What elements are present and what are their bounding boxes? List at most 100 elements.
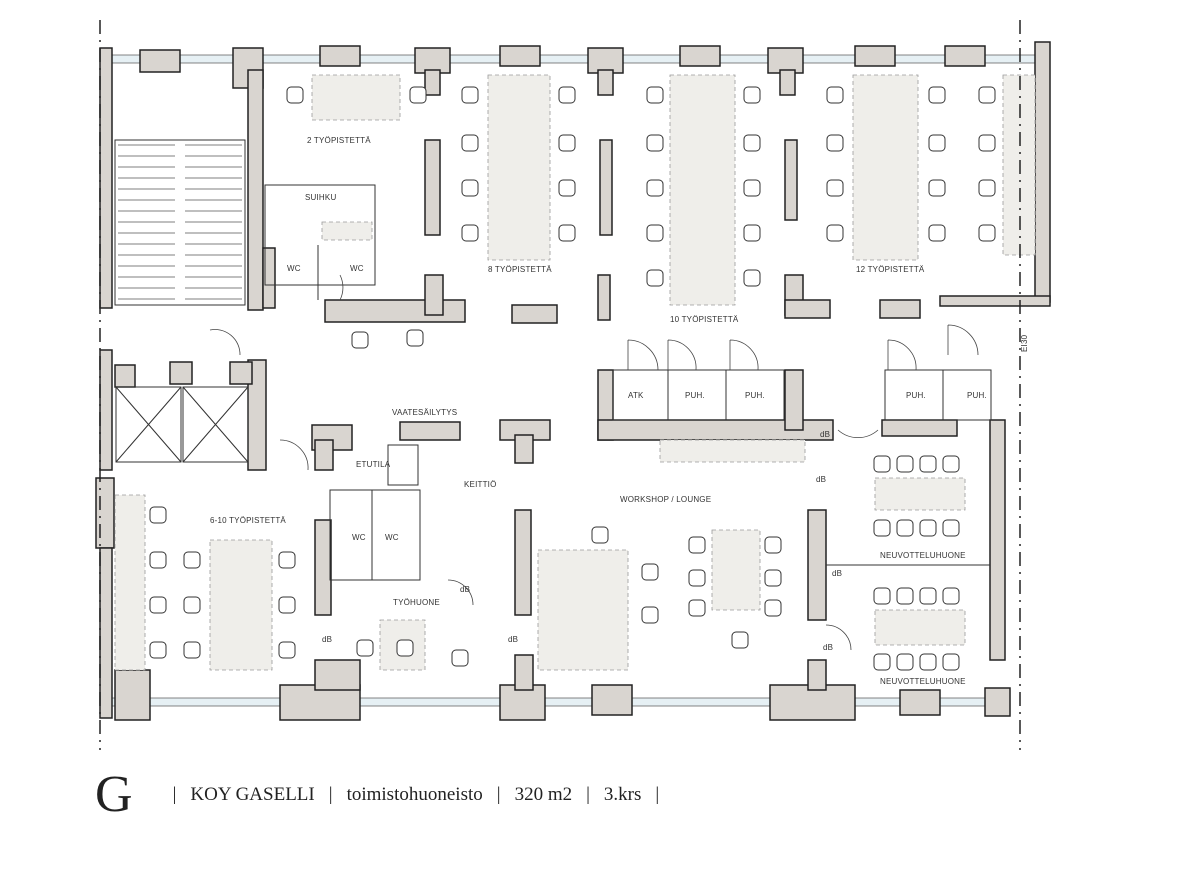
chair [646, 269, 664, 287]
label-db: dB [820, 430, 830, 439]
property-type: toimistohuoneisto [346, 784, 483, 805]
label-6-10-workstations: 6-10 TYÖPISTETTÄ [210, 516, 286, 525]
label-12-workstations: 12 TYÖPISTETTÄ [856, 265, 925, 274]
chair [743, 86, 761, 104]
chair [743, 269, 761, 287]
desk [711, 529, 761, 611]
chair [461, 224, 479, 242]
chair [873, 519, 891, 537]
label-fire-rating: EI30 [1020, 334, 1029, 352]
chair [688, 569, 706, 587]
chair [764, 569, 782, 587]
label-db: dB [816, 475, 826, 484]
chair [558, 179, 576, 197]
label-atk: ATK [628, 391, 644, 400]
chair [149, 506, 167, 524]
label-db: dB [832, 569, 842, 578]
chair [278, 596, 296, 614]
section-markers [99, 20, 1021, 750]
label-shower: SUIHKU [305, 193, 336, 202]
chair [942, 587, 960, 605]
label-meeting-room: NEUVOTTELUHUONE [880, 677, 966, 686]
label-phone: PUH. [745, 391, 765, 400]
chair [183, 551, 201, 569]
chair [826, 86, 844, 104]
chair [873, 455, 891, 473]
chair [978, 134, 996, 152]
chair [873, 653, 891, 671]
label-wc: WC [350, 264, 364, 273]
separator: | [328, 784, 333, 805]
partitions [264, 184, 992, 671]
label-office: TYÖHUONE [393, 598, 440, 607]
chair [826, 134, 844, 152]
chair [641, 606, 659, 624]
label-lobby: ETUTILA [356, 460, 391, 469]
desk [852, 74, 919, 261]
chair [826, 179, 844, 197]
floor-number: 3.krs [603, 784, 642, 805]
chair [896, 653, 914, 671]
doors [209, 274, 979, 651]
chair [928, 86, 946, 104]
chair [646, 179, 664, 197]
chair [978, 179, 996, 197]
separator: | [655, 784, 660, 805]
chair [558, 224, 576, 242]
chair [942, 519, 960, 537]
chair [451, 649, 469, 667]
label-phone: PUH. [967, 391, 987, 400]
chair [149, 641, 167, 659]
label-10-workstations: 10 TYÖPISTETTÄ [670, 315, 739, 324]
chair [896, 455, 914, 473]
label-phone: PUH. [685, 391, 705, 400]
chair [826, 224, 844, 242]
desk [114, 494, 146, 671]
walls [95, 41, 1051, 721]
label-db: dB [460, 585, 470, 594]
desk [487, 74, 551, 261]
room-labels: 2 TYÖPISTETTÄ SUIHKU WC WC 8 TYÖPISTETTÄ… [210, 136, 1029, 686]
chairs [149, 86, 996, 671]
chair [278, 641, 296, 659]
desk [321, 221, 373, 241]
label-wc: WC [287, 264, 301, 273]
chair [919, 455, 937, 473]
chair [646, 224, 664, 242]
chair [743, 224, 761, 242]
staircase [114, 139, 246, 306]
chair [149, 596, 167, 614]
chair [278, 551, 296, 569]
chair [183, 596, 201, 614]
chair [461, 134, 479, 152]
chair [919, 653, 937, 671]
chair [978, 86, 996, 104]
chair [641, 563, 659, 581]
chair [396, 639, 414, 657]
chair [942, 653, 960, 671]
chair [351, 331, 369, 349]
chair [558, 86, 576, 104]
desk [209, 539, 273, 671]
chair [286, 86, 304, 104]
floor-area: 320 m2 [514, 784, 573, 805]
chair [646, 86, 664, 104]
label-workshop-lounge: WORKSHOP / LOUNGE [620, 495, 711, 504]
desk [874, 609, 966, 646]
chair [743, 134, 761, 152]
chair [406, 329, 424, 347]
chair [764, 536, 782, 554]
chair [591, 526, 609, 544]
separator: | [496, 784, 501, 805]
chair [896, 519, 914, 537]
chair [183, 641, 201, 659]
chair [409, 86, 427, 104]
chair [149, 551, 167, 569]
chair [764, 599, 782, 617]
chair [646, 134, 664, 152]
chair [919, 519, 937, 537]
chair [928, 179, 946, 197]
label-wardrobe: VAATESÄILYTYS [392, 408, 457, 417]
label-db: dB [322, 635, 332, 644]
desks [114, 74, 1036, 671]
